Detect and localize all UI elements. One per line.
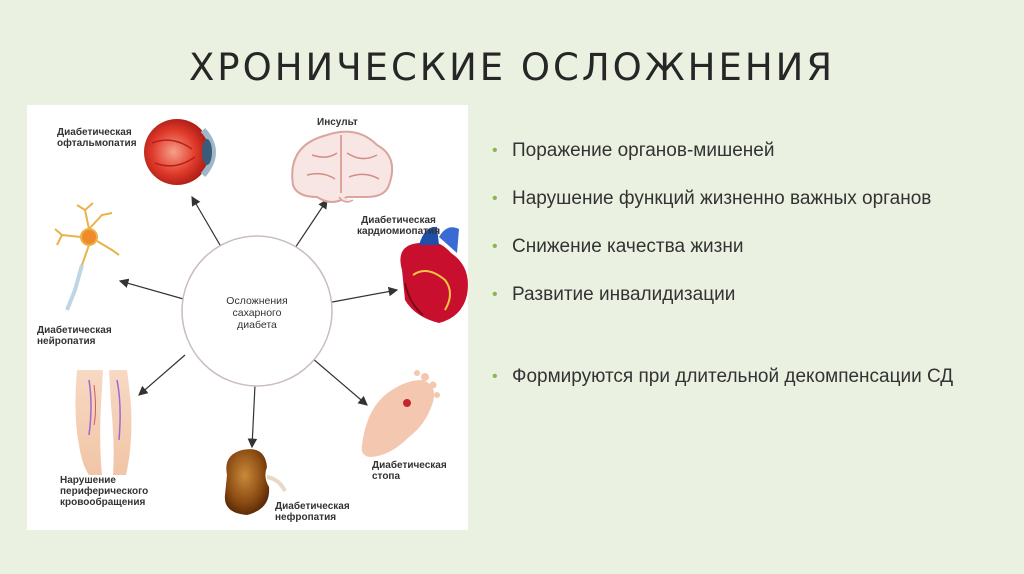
bullet-list: Поражение органов-мишеней Нарушение функ… [490,132,990,406]
kidney-icon [224,449,287,515]
neuron-icon [54,202,120,311]
diagram-graphics [54,119,468,515]
foot-icon [361,370,440,457]
label-stroke: Инсульт [317,117,358,128]
brain-icon [291,130,393,203]
eye-icon [144,119,216,185]
slide-title: ХРОНИЧЕСКИЕ ОСЛОЖНЕНИЯ [188,46,836,89]
legs-icon [75,370,132,475]
bullet-item: Поражение органов-мишеней [490,132,990,170]
bullet-item: Развитие инвалидизации [490,276,990,314]
bullet-item: Нарушение функций жизненно важных органо… [490,180,990,218]
bullet-item: Формируются при длительной декомпенсации… [490,358,990,396]
center-circle [181,235,333,387]
heart-icon [400,226,468,323]
bullet-item: Снижение качества жизни [490,228,990,266]
center-label: Осложнения сахарного диабета [226,295,288,331]
